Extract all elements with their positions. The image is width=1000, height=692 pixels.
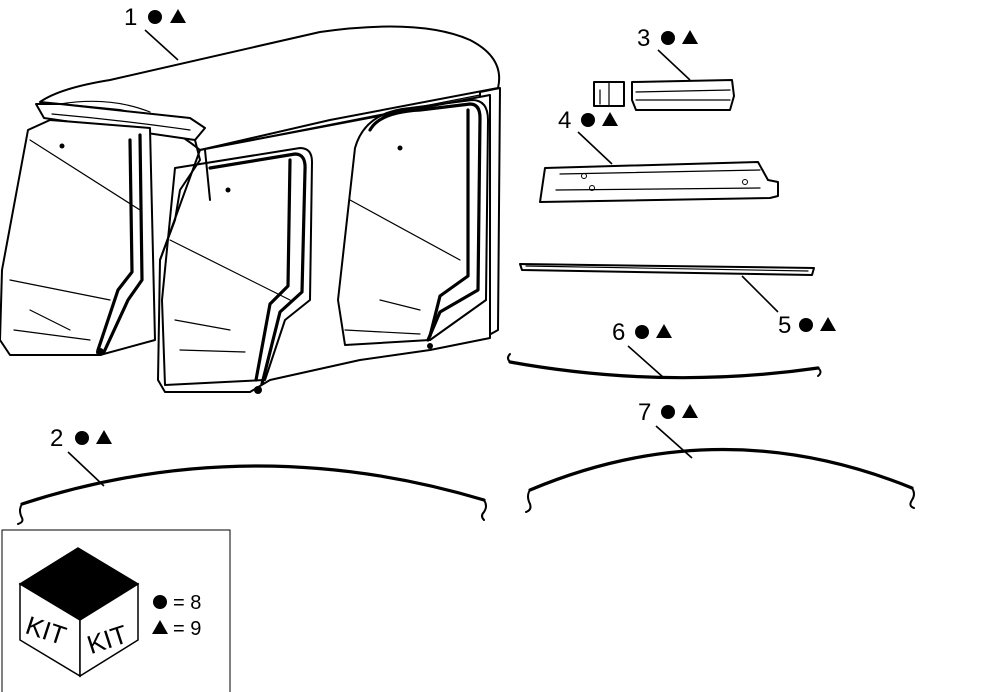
callout-5[interactable]: 5 <box>741 275 836 339</box>
circle-icon <box>581 113 595 127</box>
callout-1[interactable]: 1 <box>124 4 186 61</box>
circle-icon <box>661 405 675 419</box>
callout-3[interactable]: 3 <box>637 25 698 81</box>
circle-icon <box>799 318 813 332</box>
circle-icon <box>661 31 675 45</box>
circle-icon <box>153 595 167 609</box>
part-6-seal <box>507 353 822 380</box>
callout-3-number: 3 <box>637 25 650 52</box>
callout-4[interactable]: 4 <box>558 107 618 165</box>
callout-2-number: 2 <box>50 425 63 452</box>
triangle-icon <box>602 112 618 126</box>
kit-legend: KIT KIT = 8 = 9 <box>1 529 231 692</box>
triangle-icon <box>682 404 698 418</box>
part-3-clip-and-bar <box>593 79 735 111</box>
circle-icon <box>75 431 89 445</box>
circle-icon <box>635 325 649 339</box>
triangle-icon <box>820 317 836 331</box>
circle-icon <box>148 10 162 24</box>
part-5-strip <box>519 263 815 276</box>
part-4-channel <box>539 161 779 203</box>
legend-circle-text: = 8 <box>173 592 201 614</box>
triangle-icon <box>96 430 112 444</box>
kit-box-icon: KIT KIT <box>18 547 140 678</box>
triangle-icon <box>152 620 168 634</box>
cab-assembly <box>0 25 501 394</box>
callout-2[interactable]: 2 <box>50 425 112 487</box>
callout-6[interactable]: 6 <box>612 319 672 379</box>
callout-5-number: 5 <box>778 312 791 339</box>
part-2-seal <box>17 464 487 525</box>
triangle-icon <box>170 9 186 23</box>
part-7-seal <box>525 447 915 513</box>
callout-6-number: 6 <box>612 319 625 346</box>
legend-triangle-text: = 9 <box>173 618 201 640</box>
triangle-icon <box>656 324 672 338</box>
callout-4-number: 4 <box>558 107 571 134</box>
callout-7-number: 7 <box>638 399 651 426</box>
callout-7[interactable]: 7 <box>638 399 698 459</box>
callout-1-number: 1 <box>124 4 137 31</box>
triangle-icon <box>682 30 698 44</box>
